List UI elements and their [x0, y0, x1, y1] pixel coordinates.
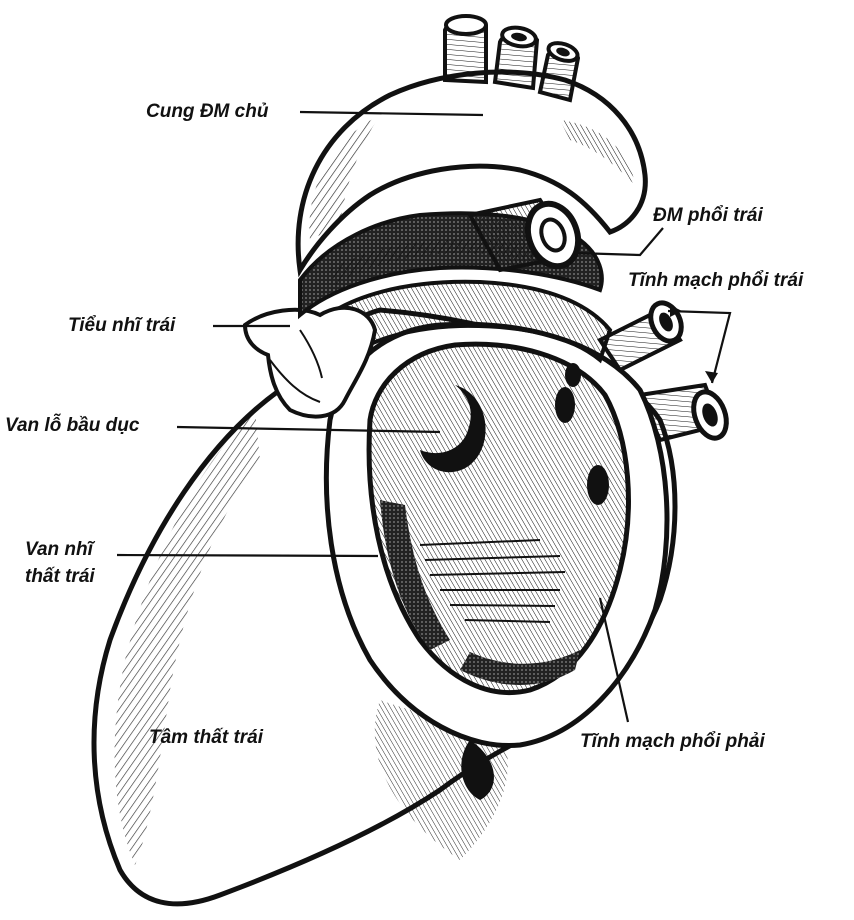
label-mitral-valve-line1: Van nhĩ	[25, 538, 93, 562]
leader-mitral-valve	[117, 555, 378, 556]
label-right-pulmonary-veins: Tĩnh mạch phổi phải	[580, 730, 765, 754]
label-foramen-ovale: Van lỗ bầu dục	[5, 414, 139, 438]
label-mitral-valve-line2: thất trái	[25, 565, 95, 589]
label-left-pulmonary-veins: Tĩnh mạch phổi trái	[628, 269, 803, 293]
label-left-ventricle: Tâm thất trái	[149, 726, 263, 750]
label-left-auricle: Tiểu nhĩ trái	[68, 314, 175, 338]
label-left-pulmonary-artery: ĐM phổi trái	[653, 204, 763, 228]
label-aortic-arch: Cung ĐM chủ	[146, 100, 268, 124]
